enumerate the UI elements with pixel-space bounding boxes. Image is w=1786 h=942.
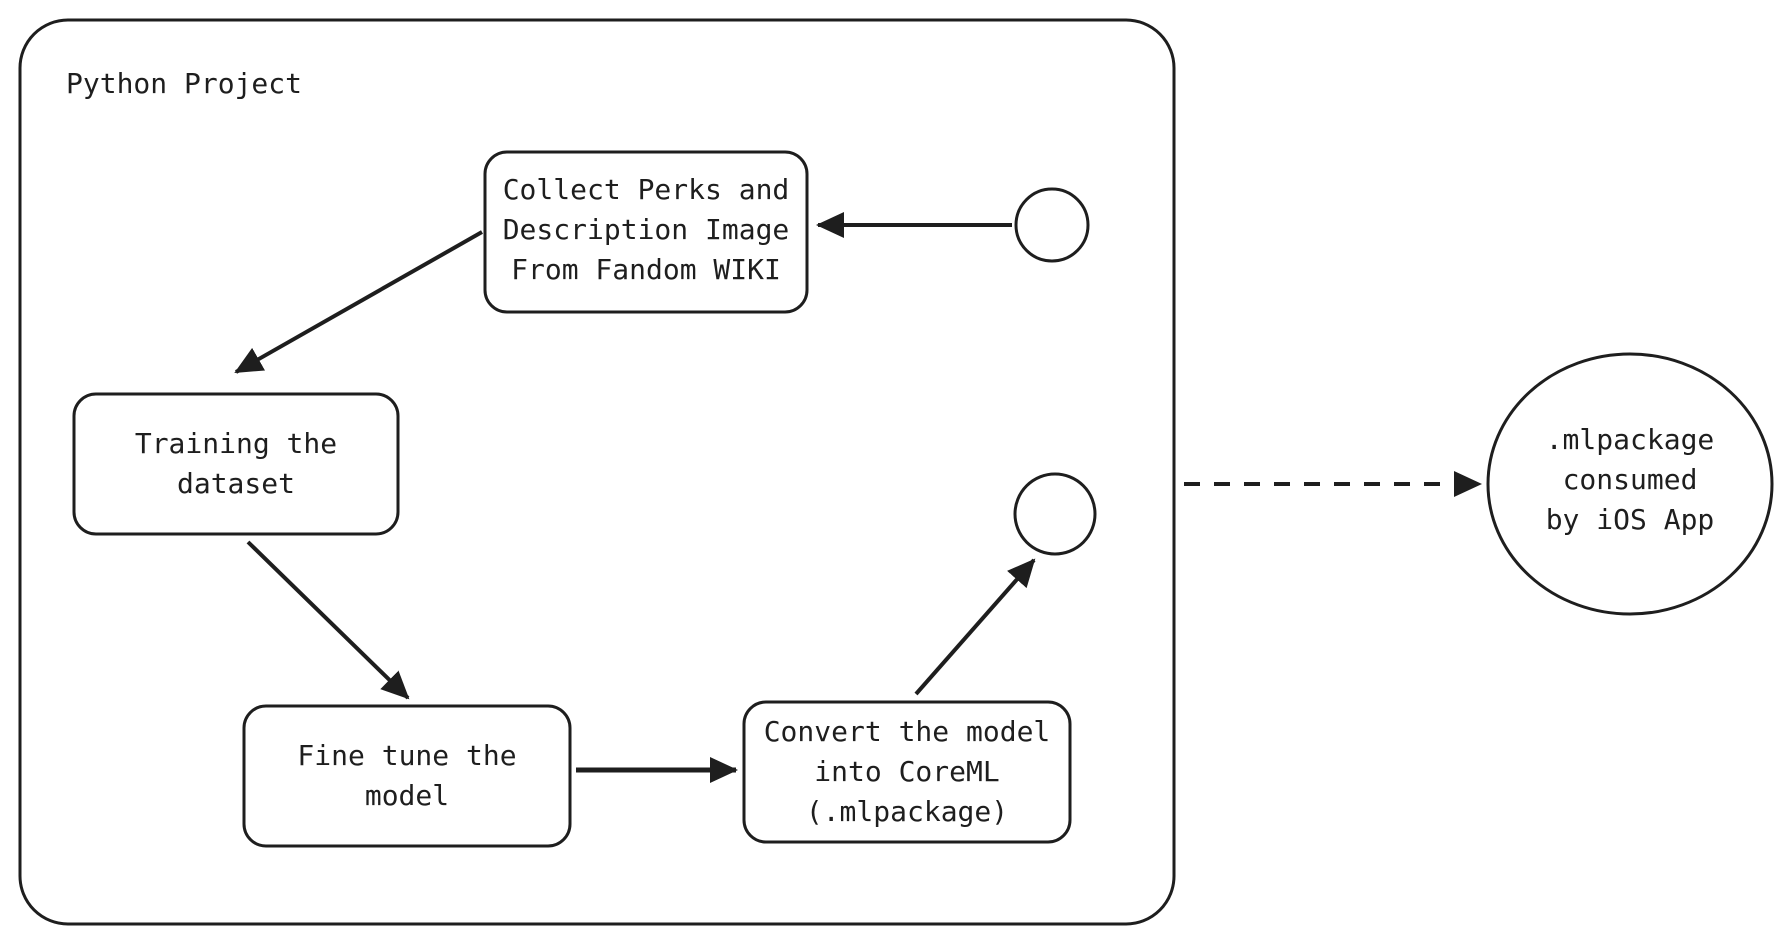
convert-line-2: into CoreML (814, 755, 1000, 788)
finetune-node-label: Fine tune the model (244, 736, 570, 816)
collect-line-3: From Fandom WIKI (511, 253, 781, 286)
collect-node-label: Collect Perks and Description Image From… (485, 170, 807, 290)
training-node-label: Training the dataset (74, 424, 398, 504)
consumer-node-label: .mlpackage consumed by iOS App (1500, 420, 1760, 540)
arrow-convert-to-end (914, 558, 1036, 696)
start-circle[interactable] (1014, 187, 1090, 263)
finetune-node-box[interactable] (242, 704, 572, 848)
convert-line-1: Convert the model (763, 715, 1051, 748)
consumer-line-1: .mlpackage (1545, 423, 1715, 456)
collect-line-1: Collect Perks and (502, 173, 790, 206)
training-node-box[interactable] (72, 392, 400, 536)
training-line-1: Training the (134, 427, 338, 460)
collect-line-2: Description Image (502, 213, 790, 246)
end-circle[interactable] (1013, 472, 1097, 556)
convert-line-3: (.mlpackage) (805, 795, 1009, 828)
python-project-title: Python Project (66, 67, 303, 100)
consumer-line-3: by iOS App (1545, 503, 1715, 536)
collect-node-box[interactable] (483, 150, 809, 314)
arrow-collect-to-training (234, 230, 483, 374)
consumer-circle[interactable] (1486, 352, 1774, 616)
python-project-container (18, 18, 1176, 926)
finetune-line-2: model (364, 779, 450, 812)
convert-node-box[interactable] (742, 700, 1072, 844)
training-line-2: dataset (176, 467, 295, 500)
arrow-training-to-finetune (246, 540, 410, 700)
convert-node-label: Convert the model into CoreML (.mlpackag… (744, 712, 1070, 832)
consumer-line-2: consumed (1562, 463, 1698, 496)
finetune-line-1: Fine tune the (297, 739, 517, 772)
